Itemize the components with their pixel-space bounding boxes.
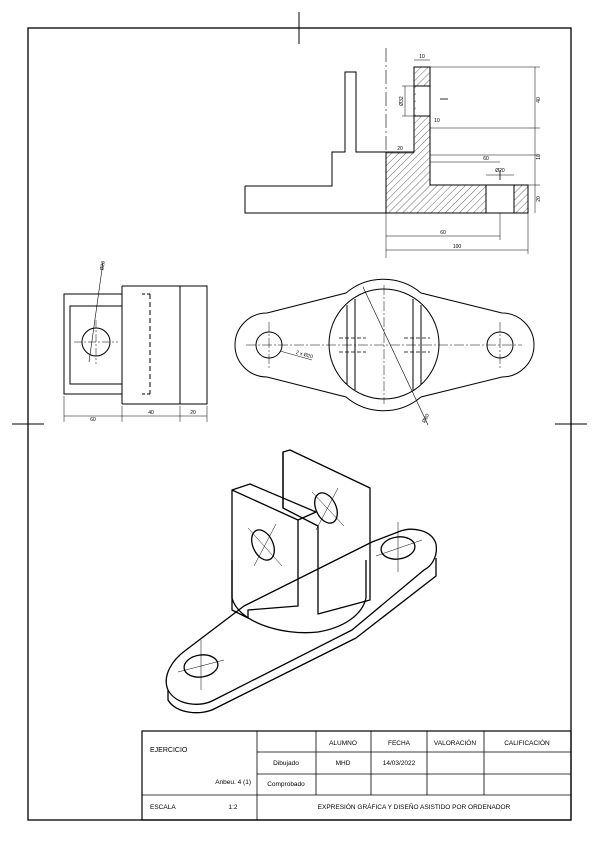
dim-10-top: 10 — [419, 54, 425, 60]
dim-dia-80: Ø80 — [421, 413, 431, 424]
course-title: EXPRESIÓN GRÁFICA Y DISEÑO ASISTIDO POR … — [318, 802, 511, 811]
fecha-value: 14/03/2022 — [383, 760, 416, 767]
escala-value: 1:2 — [228, 804, 237, 811]
dim-dia-32: Ø32 — [399, 96, 405, 106]
dim-60-right: 60 — [483, 156, 489, 162]
ejercicio-label: EJERCICIO — [150, 747, 188, 754]
dim-dia-20-side: Ø20 — [99, 260, 107, 271]
calificacion-header: CALIFICACIÓN — [504, 738, 550, 747]
section-view: 10 10 20 Ø32 40 10 60 Ø20 20 60 100 — [244, 48, 542, 258]
comprobado-label: Comprobado — [267, 781, 305, 788]
dim-60-side: 60 — [90, 417, 96, 423]
title-block: EJERCICIO Anbeu. 4 (1) ALUMNO FECHA VALO… — [141, 730, 572, 821]
top-view: 2 x Ø20 Ø80 — [234, 278, 535, 426]
escala-label: ESCALA — [150, 804, 176, 811]
dim-10-mid: 10 — [434, 118, 440, 124]
dim-20-side: 20 — [190, 410, 196, 416]
dim-dia-20-top: Ø20 — [495, 168, 505, 174]
dim-40-side: 40 — [148, 410, 154, 416]
exercise-id: Anbeu. 4 (1) — [215, 779, 251, 786]
side-view: Ø20 60 40 20 — [63, 260, 208, 423]
alumno-value: MHD — [336, 760, 351, 767]
valoracion-header: VALORACIÓN — [434, 738, 476, 747]
alumno-header: ALUMNO — [329, 740, 357, 747]
dim-40-right: 40 — [536, 97, 542, 103]
dim-holes: 2 x Ø20 — [295, 350, 314, 361]
dibujado-label: Dibujado — [273, 760, 299, 767]
dim-10-right: 10 — [536, 154, 542, 160]
dim-20-right: 20 — [536, 196, 542, 202]
dim-100-bottom: 100 — [453, 244, 462, 250]
dim-60-bottom: 60 — [440, 230, 446, 236]
section-hatch — [385, 66, 487, 214]
isometric-view — [165, 449, 438, 714]
dim-20-left: 20 — [397, 146, 403, 152]
fecha-header: FECHA — [388, 740, 411, 747]
